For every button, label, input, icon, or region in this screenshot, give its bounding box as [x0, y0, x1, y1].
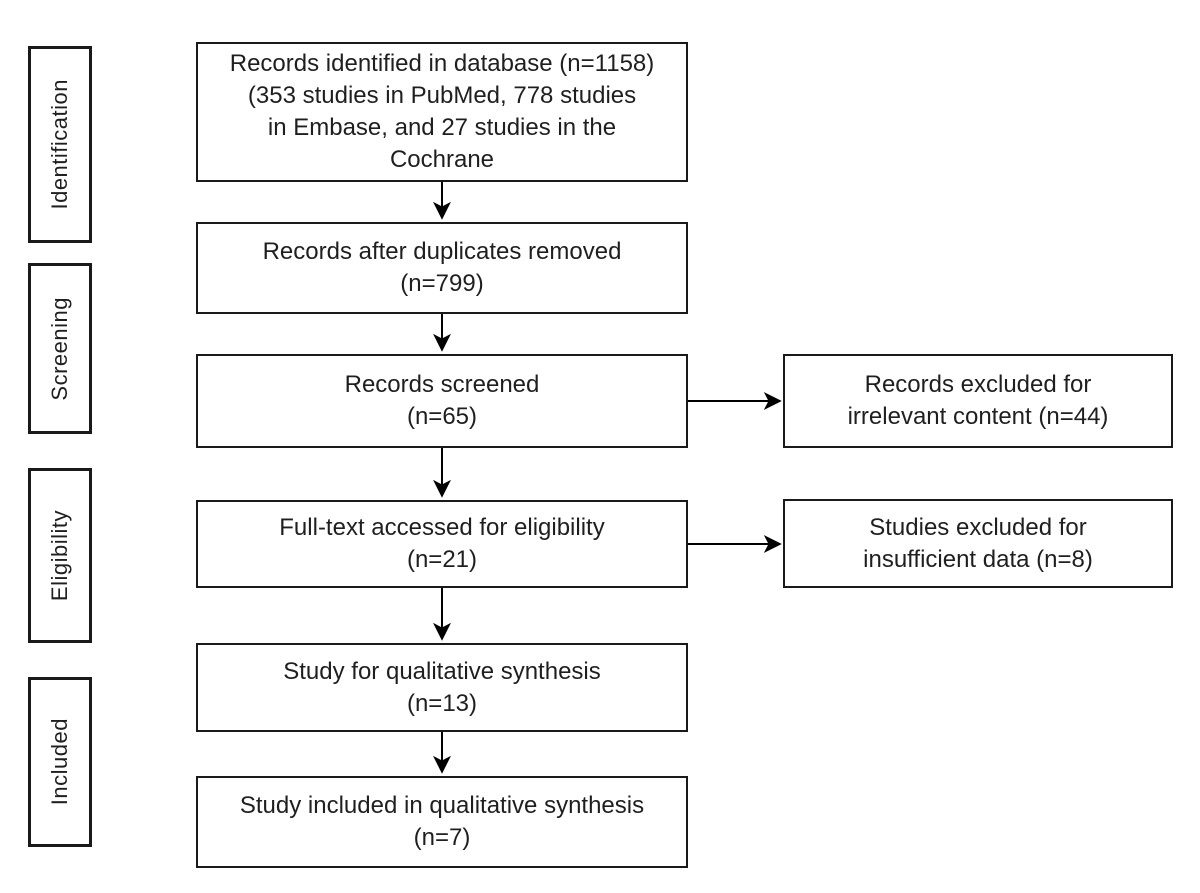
stage-box-identification: Identification: [28, 46, 92, 243]
flow-box-fulltext-assessed-text: Full-text accessed for eligibility (n=21…: [279, 514, 605, 573]
flow-box-qualitative-synthesis: Study for qualitative synthesis (n=13): [196, 643, 688, 732]
stage-label-eligibility: Eligibility: [47, 509, 72, 602]
flow-box-qualitative-synthesis-text: Study for qualitative synthesis (n=13): [283, 657, 601, 717]
flow-box-excluded-insufficient-text: Studies excluded for insufficient data (…: [863, 513, 1093, 573]
flow-box-excluded-irrelevant-text: Records excluded for irrelevant content …: [847, 371, 1109, 430]
stage-label-screening: Screening: [47, 296, 72, 401]
stage-box-included: Included: [28, 677, 92, 847]
flow-box-records-screened-text: Records screened (n=65): [344, 371, 540, 430]
flow-box-duplicates-removed-text: Records after duplicates removed (n=799): [262, 238, 622, 297]
flow-box-included-synthesis: Study included in qualitative synthesis …: [196, 776, 688, 868]
flow-box-included-synthesis-text: Study included in qualitative synthesis …: [239, 792, 645, 851]
flow-box-fulltext-assessed: Full-text accessed for eligibility (n=21…: [196, 500, 688, 588]
flow-box-duplicates-removed: Records after duplicates removed (n=799): [196, 222, 688, 314]
flow-box-records-identified-text: Records identified in database (n=1158) …: [229, 50, 655, 173]
flow-box-records-screened: Records screened (n=65): [196, 354, 688, 448]
stage-box-eligibility: Eligibility: [28, 468, 92, 643]
flow-box-excluded-insufficient: Studies excluded for insufficient data (…: [783, 499, 1173, 588]
stage-label-identification: Identification: [47, 79, 72, 210]
stage-box-screening: Screening: [28, 263, 92, 434]
stage-label-included: Included: [47, 718, 72, 806]
flow-box-excluded-irrelevant: Records excluded for irrelevant content …: [783, 354, 1173, 448]
flow-box-records-identified: Records identified in database (n=1158) …: [196, 42, 688, 182]
